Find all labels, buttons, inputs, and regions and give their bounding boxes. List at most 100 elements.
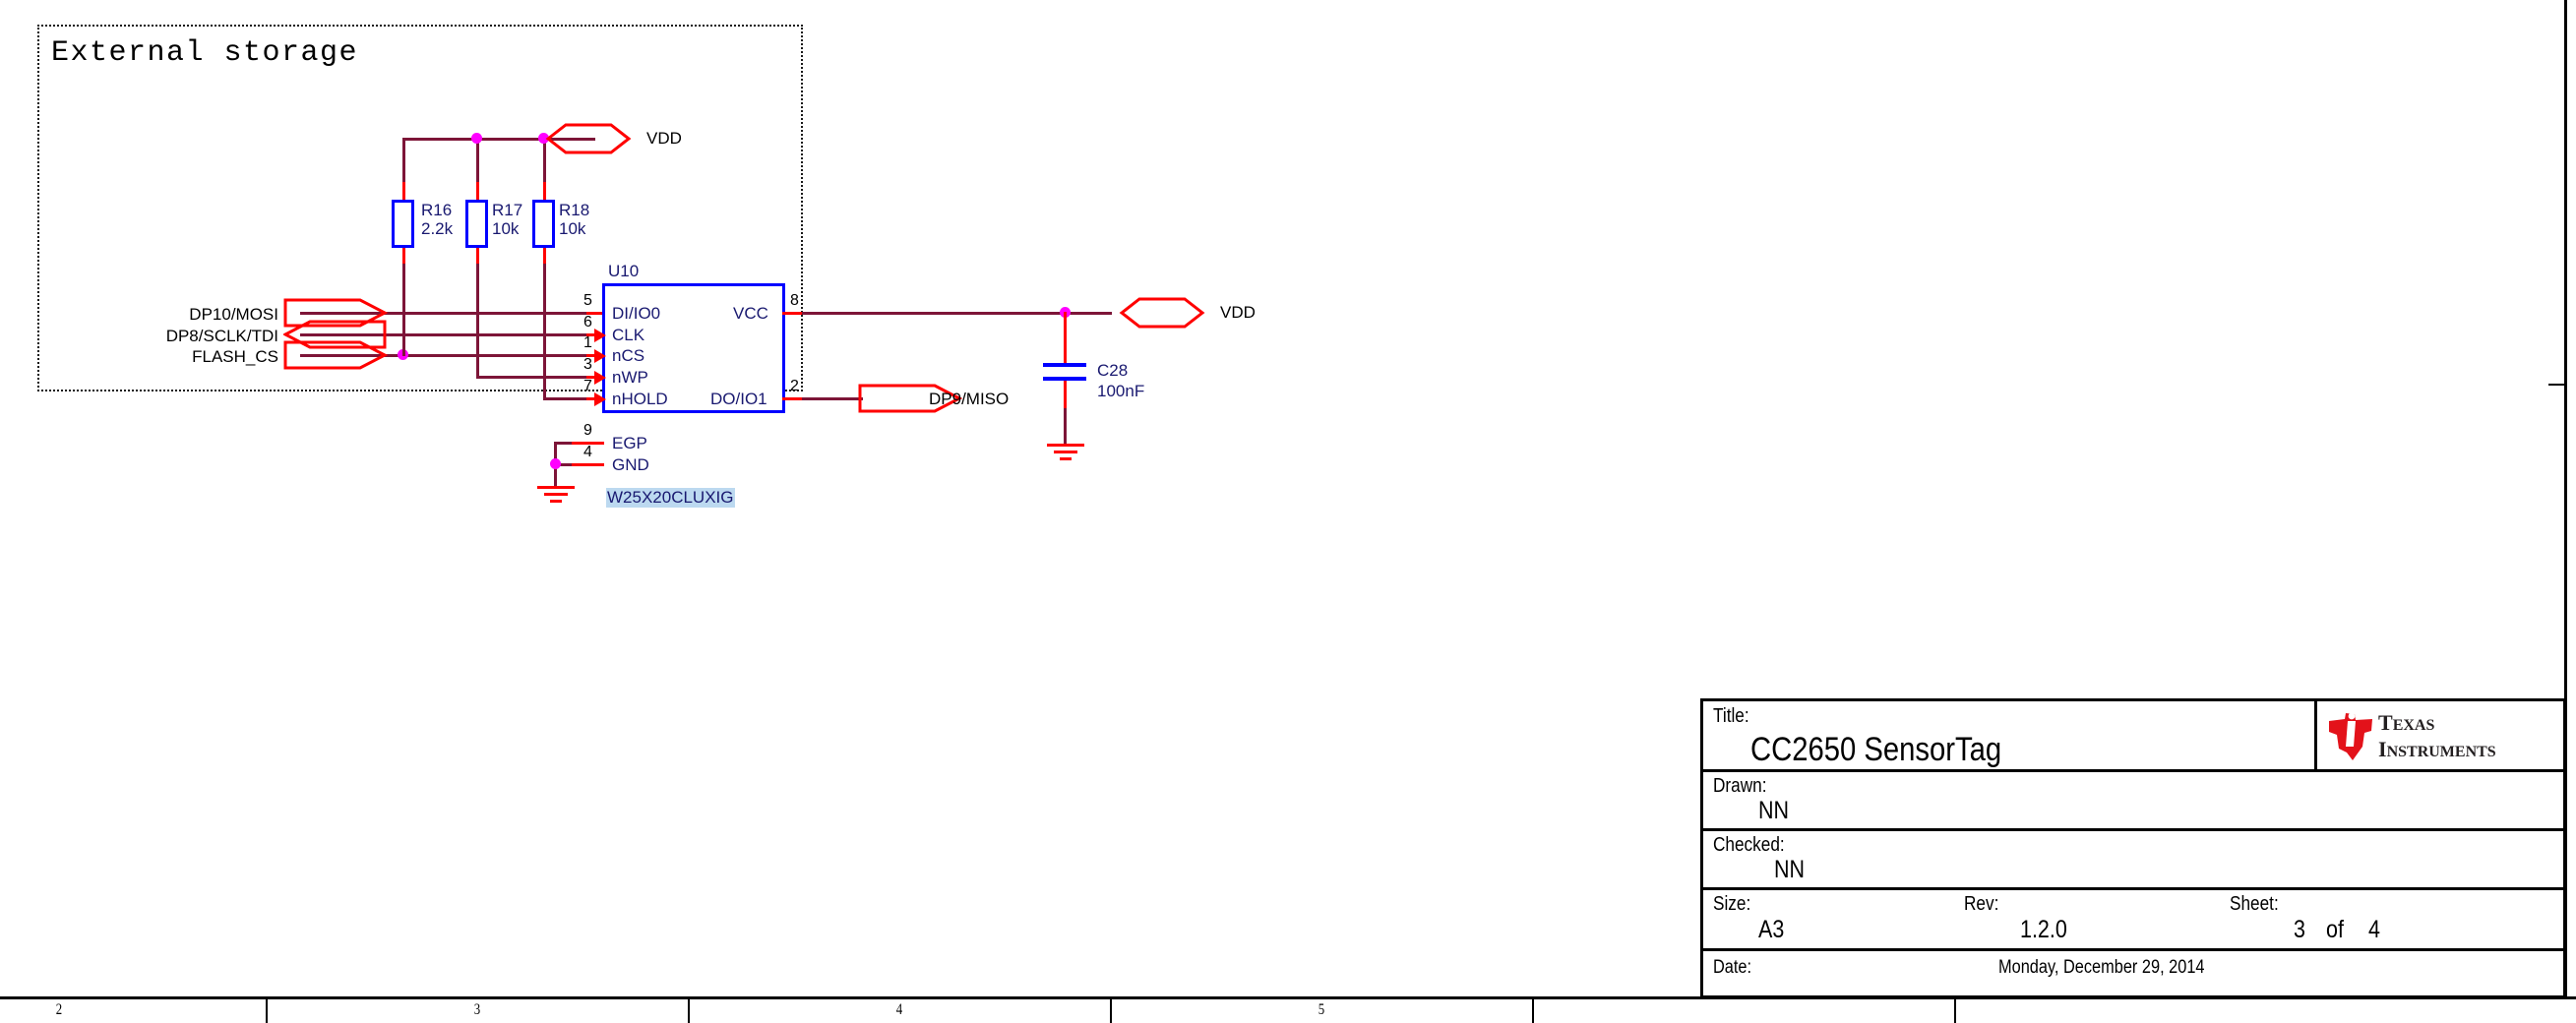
- pin-label-clk: CLK: [612, 326, 645, 344]
- port-dp9-miso-icon: [858, 384, 963, 413]
- drawn-label: Drawn:: [1713, 775, 1767, 797]
- pin-label-di-io0: DI/IO0: [612, 304, 661, 323]
- lead-pin8-vcc: [782, 312, 804, 315]
- external-storage-block: [37, 25, 803, 391]
- pin-number-5: 5: [583, 292, 592, 309]
- wire-egp: [554, 442, 572, 445]
- ti-wordmark-line1: TEXAS: [2378, 710, 2434, 735]
- pin-arrow-nwp-icon: [594, 371, 606, 385]
- lead-r18-top: [543, 182, 546, 200]
- wire-miso: [802, 397, 863, 400]
- resistor-r16-body: [392, 200, 414, 248]
- resistor-r16-value: 2.2k: [421, 219, 454, 238]
- lead-pin2-do: [782, 397, 804, 400]
- ic-u10-partnumber: W25X20CLUXIG: [606, 488, 735, 508]
- pin-arrow-nhold-icon: [594, 392, 606, 406]
- rev-label: Rev:: [1964, 893, 1999, 915]
- drawn-value: NN: [1758, 797, 1790, 824]
- lead-pin4-gnd: [569, 463, 604, 466]
- port-dp10-mosi-icon: [283, 298, 389, 328]
- rev-value: 1.2.0: [2020, 916, 2067, 943]
- pin-number-1: 1: [583, 334, 592, 351]
- ground-c28-bar-2: [1054, 451, 1077, 453]
- pin-label-ncs: nCS: [612, 346, 645, 365]
- sheet-frame-tick-right: [2548, 384, 2564, 386]
- wire-nwp: [476, 376, 602, 379]
- block-title: External storage: [51, 36, 359, 70]
- title-block: Title: CC2650 SensorTag TEXAS INSTRUMENT…: [1700, 698, 2566, 998]
- zone-number-3: 3: [473, 1001, 481, 1018]
- lead-r16-bottom: [402, 248, 405, 266]
- sheet-label: Sheet:: [2230, 893, 2279, 915]
- lead-r17-top: [476, 182, 479, 200]
- pin-label-gnd: GND: [612, 455, 649, 474]
- sheet-number: 3: [2294, 916, 2305, 943]
- ic-u10-body: [602, 283, 785, 413]
- sheet-zone-tick-3: [1110, 996, 1112, 1023]
- title-block-row-size-rev-sheet: Size: A3 Rev: 1.2.0 Sheet: 3 of 4: [1703, 890, 2563, 951]
- lead-pin9-egp: [569, 442, 604, 445]
- capacitor-c28-refdes: C28: [1097, 361, 1129, 380]
- date-value: Monday, December 29, 2014: [1998, 957, 2205, 978]
- resistor-r17-body: [465, 200, 488, 248]
- resistor-r18-body: [532, 200, 555, 248]
- resistor-r16-refdes: R16: [421, 201, 453, 219]
- checked-value: NN: [1774, 856, 1806, 883]
- sheet-frame-right: [2564, 0, 2567, 996]
- wire-sclk: [300, 333, 602, 336]
- pin-label-do-io1: DO/IO1: [710, 390, 767, 408]
- resistor-r17-refdes: R17: [492, 201, 523, 219]
- title-value: CC2650 SensorTag: [1750, 731, 2002, 768]
- sheet-zone-tick-4: [1532, 996, 1534, 1023]
- lead-r17-bottom: [476, 248, 479, 266]
- port-dp9-miso-label: DP9/MISO: [929, 390, 1010, 408]
- sheet-total: 4: [2368, 916, 2380, 943]
- wire-mosi: [300, 312, 602, 315]
- wire-r16-top: [402, 138, 405, 184]
- wire-flashcs: [300, 354, 602, 357]
- junction-r17-vdd: [471, 133, 482, 144]
- lead-c28-bottom: [1064, 381, 1067, 410]
- pin-number-6: 6: [583, 314, 592, 331]
- wire-gnd: [554, 463, 572, 466]
- resistor-r18-refdes: R18: [559, 201, 590, 219]
- wire-vcc-net: [802, 312, 1112, 315]
- port-dp8-sclk-tdi-icon: [283, 320, 387, 349]
- sheet-frame-bottom: [0, 996, 2576, 999]
- title-block-row-title: Title: CC2650 SensorTag TEXAS INSTRUMENT…: [1703, 701, 2563, 772]
- ti-cap-i: I: [2378, 737, 2387, 761]
- lead-r16-top: [402, 182, 405, 200]
- capacitor-c28-value: 100nF: [1097, 382, 1145, 400]
- ground-bar-1: [537, 486, 575, 489]
- pin-arrow-clk-icon: [594, 329, 606, 342]
- date-label: Date:: [1713, 957, 1752, 978]
- pin-number-4: 4: [583, 444, 592, 460]
- sheet-zone-tick-1: [266, 996, 268, 1023]
- pin-number-8: 8: [790, 292, 799, 309]
- pin-label-vcc: VCC: [733, 304, 768, 323]
- capacitor-c28-plate-bottom: [1043, 377, 1086, 381]
- pin-number-9: 9: [583, 422, 592, 439]
- vdd-port-top-label: VDD: [646, 129, 682, 148]
- sheet-of: of: [2326, 916, 2344, 943]
- junction-gnd: [550, 458, 561, 469]
- ground-bar-3: [550, 500, 562, 503]
- ic-u10-refdes: U10: [608, 262, 640, 280]
- vdd-port-right-icon: [1119, 297, 1205, 329]
- vdd-port-right-label: VDD: [1220, 303, 1256, 322]
- zone-number-5: 5: [1318, 1001, 1325, 1018]
- lead-r18-bottom: [543, 248, 546, 266]
- wire-r17-top: [476, 138, 479, 184]
- ti-texas: EXAS: [2392, 717, 2435, 734]
- port-dp8-sclk-tdi-label: DP8/SCLK/TDI: [165, 327, 278, 345]
- title-block-row-checked: Checked: NN: [1703, 831, 2563, 890]
- wire-r17-bottom: [476, 264, 479, 378]
- title-block-row-date: Date: Monday, December 29, 2014: [1703, 951, 2563, 994]
- pin-arrow-ncs-icon: [594, 349, 606, 363]
- wire-nhold: [543, 397, 602, 400]
- capacitor-c28-plate-top: [1043, 363, 1086, 367]
- pin-label-egp: EGP: [612, 434, 647, 452]
- ti-cap-t: T: [2378, 710, 2393, 735]
- size-value: A3: [1758, 916, 1785, 943]
